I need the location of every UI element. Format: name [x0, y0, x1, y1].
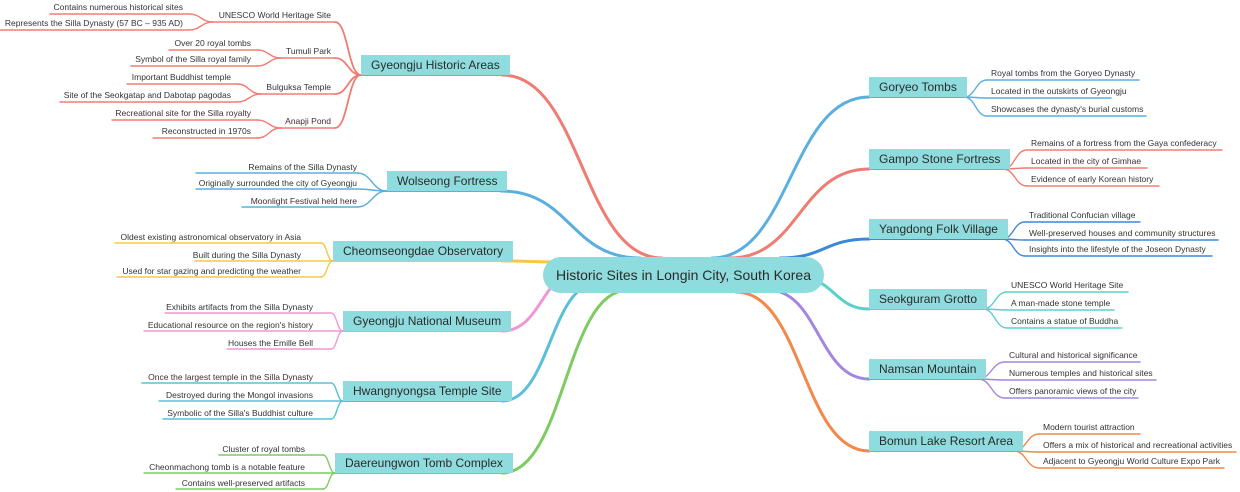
connector-line [188, 21, 214, 31]
topic-cheomseongdae-observatory[interactable]: Cheomseongdae Observatory [333, 241, 514, 261]
leaf-item[interactable]: Site of the Seokgatap and Dabotap pagoda… [63, 90, 231, 100]
connector-line [1001, 238, 1026, 257]
connector-line [499, 189, 642, 260]
connector-line [320, 242, 334, 262]
connector-line [1013, 450, 1040, 469]
connector-line [256, 57, 282, 67]
connector-line [320, 260, 334, 278]
leaf-item[interactable]: Located in the city of Gimhae [1031, 156, 1142, 166]
leaf-item[interactable]: Once the largest temple in the Silla Dyn… [148, 372, 313, 382]
connector-line [330, 312, 344, 332]
leaf-item[interactable]: Evidence of early Korean history [1031, 174, 1154, 184]
leaf-item[interactable]: Traditional Confucian village [1029, 210, 1136, 220]
leaf-item[interactable]: Cluster of royal tombs [222, 444, 305, 454]
leaf-item[interactable]: Numerous temples and historical sites [1009, 368, 1153, 378]
connector-line [256, 119, 282, 129]
connector-line [778, 237, 871, 260]
leaf-item[interactable]: Remains of the Silla Dynasty [248, 162, 357, 172]
leaf-item[interactable]: Located in the outskirts of Gyeongju [991, 86, 1127, 96]
connector-line [330, 400, 344, 420]
connector-line [330, 330, 344, 350]
topic-yangdong-folk-village[interactable]: Yangdong Folk Village [869, 219, 1008, 239]
connector-line [500, 73, 664, 260]
connector-line [977, 378, 1006, 399]
topic-gyeongju-national-museum[interactable]: Gyeongju National Museum [343, 311, 512, 331]
topic-daereungwon-tomb-complex[interactable]: Daereungwon Tomb Complex [335, 453, 513, 473]
connector-line [356, 172, 388, 192]
topic-bomun-lake-resort-area[interactable]: Bomun Lake Resort Area [869, 431, 1024, 451]
leaf-item[interactable]: Insights into the lifestyle of the Joseo… [1029, 244, 1206, 254]
connector-line [236, 83, 262, 95]
leaf-item[interactable]: Destroyed during the Mongol invasions [166, 390, 313, 400]
connector-line [500, 288, 630, 475]
topic-seokguram-grotto[interactable]: Seokguram Grotto [869, 289, 988, 309]
leaf-item[interactable]: Exhibits artifacts from the Silla Dynast… [166, 302, 313, 312]
subtopic-anapji-pond[interactable]: Anapji Pond [285, 116, 331, 126]
leaf-item[interactable]: Recreational site for the Silla royalty [115, 108, 251, 118]
leaf-item[interactable]: Over 20 royal tombs [174, 38, 251, 48]
connector-line [330, 382, 344, 402]
connector-line [256, 49, 282, 59]
connector-line [322, 454, 336, 474]
subtopic-unesco-world-heritage-site[interactable]: UNESCO World Heritage Site [218, 10, 331, 20]
topic-wolseong-fortress[interactable]: Wolseong Fortress [387, 171, 508, 191]
connector-line [766, 288, 871, 381]
leaf-item[interactable]: Well-preserved houses and community stru… [1029, 228, 1216, 238]
connector-line [256, 127, 282, 139]
connector-line [356, 190, 388, 208]
leaf-item[interactable]: Cultural and historical significance [1009, 350, 1138, 360]
topic-namsan-mountain[interactable]: Namsan Mountain [869, 359, 987, 379]
leaf-item[interactable]: Reconstructed in 1970s [161, 126, 251, 136]
root-topic[interactable]: Historic Sites in Longin City, South Kor… [543, 257, 824, 293]
connector-line [728, 167, 871, 260]
subtopic-bulguksa-temple[interactable]: Bulguksa Temple [266, 82, 331, 92]
connector-line [710, 95, 871, 260]
connector-line [963, 96, 988, 117]
leaf-item[interactable]: Educational resource on the region's his… [147, 320, 313, 330]
topic-goryeo-tombs[interactable]: Goryeo Tombs [869, 77, 967, 97]
leaf-item[interactable]: Contains numerous historical sites [53, 2, 183, 12]
leaf-item[interactable]: Symbol of the Silla royal family [135, 54, 251, 64]
leaf-item[interactable]: Adjacent to Gyeongju World Culture Expo … [1043, 456, 1221, 466]
leaf-item[interactable]: A man-made stone temple [1011, 298, 1111, 308]
leaf-item[interactable]: Oldest existing astronomical observatory… [120, 232, 301, 242]
topic-hwangnyongsa-temple-site[interactable]: Hwangnyongsa Temple Site [343, 381, 512, 401]
leaf-item[interactable]: Built during the Silla Dynasty [192, 250, 301, 260]
connector-line [334, 21, 362, 76]
leaf-item[interactable]: Modern tourist attraction [1043, 422, 1135, 432]
leaf-item[interactable]: Used for star gazing and predicting the … [122, 266, 301, 276]
leaf-item[interactable]: Contains a statue of Buddha [1011, 316, 1119, 326]
connector-line [1002, 168, 1028, 187]
leaf-item[interactable]: Remains of a fortress from the Gaya conf… [1031, 138, 1217, 148]
topic-gampo-stone-fortress[interactable]: Gampo Stone Fortress [869, 149, 1011, 169]
connector-line [734, 290, 871, 453]
connector-line [963, 79, 988, 98]
leaf-item[interactable]: Contains well-preserved artifacts [181, 478, 305, 488]
leaf-item[interactable]: Moonlight Festival held here [250, 196, 357, 206]
leaf-item[interactable]: Showcases the dynasty's burial customs [991, 104, 1144, 114]
leaf-item[interactable]: UNESCO World Heritage Site [1011, 280, 1124, 290]
leaf-item[interactable]: Houses the Emille Bell [227, 338, 313, 348]
leaf-item[interactable]: Cheonmachong tomb is a notable feature [149, 462, 305, 472]
leaf-item[interactable]: Symbolic of the Silla's Buddhist culture [167, 408, 313, 418]
connector-line [322, 472, 336, 490]
leaf-item[interactable]: Represents the Silla Dynasty (57 BC – 93… [4, 18, 183, 28]
connector-line [236, 93, 262, 103]
subtopic-tumuli-park[interactable]: Tumuli Park [285, 46, 331, 56]
connector-line [500, 281, 600, 403]
connector-line [188, 13, 214, 23]
connector-line [334, 74, 362, 129]
topic-gyeongju-historic-areas[interactable]: Gyeongju Historic Areas [361, 55, 510, 75]
leaf-item[interactable]: Originally surrounded the city of Gyeong… [198, 178, 357, 188]
leaf-item[interactable]: Royal tombs from the Goryeo Dynasty [991, 68, 1136, 78]
connector-line [982, 308, 1008, 329]
leaf-item[interactable]: Offers a mix of historical and recreatio… [1043, 440, 1233, 450]
leaf-item[interactable]: Offers panoramic views of the city [1009, 386, 1137, 396]
leaf-item[interactable]: Important Buddhist temple [131, 72, 231, 82]
